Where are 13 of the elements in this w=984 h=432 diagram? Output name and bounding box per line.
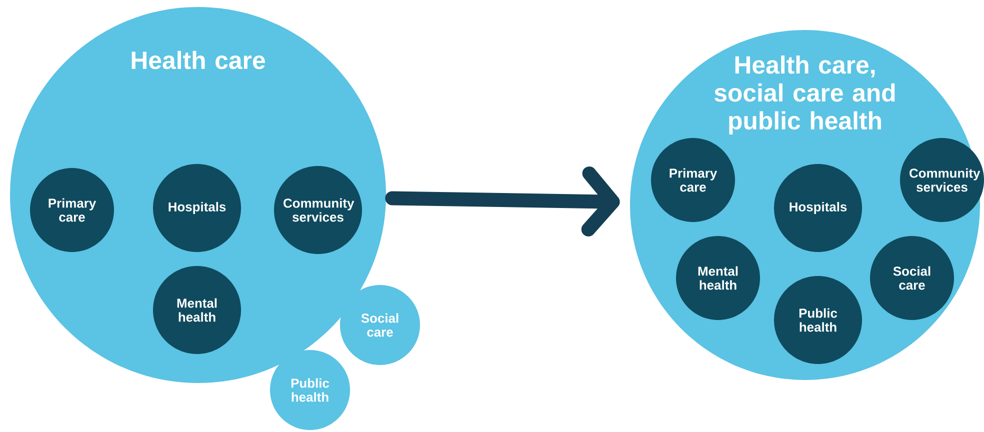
circle-node: Hospitals [774,164,862,252]
circle-node: Mental health [676,236,760,320]
circle-node: Community services [900,138,984,222]
circle-node: Primary care [651,138,735,222]
circle-node: Primary care [30,168,114,252]
circle-node: Hospitals [153,164,241,252]
circle-node: Mental health [153,266,241,354]
circle-node: Social care [870,236,954,320]
circle-node: Public health [270,350,350,430]
circle-node: Social care [340,285,420,365]
circle-node: Community services [274,166,362,254]
arrow [385,166,620,236]
circle-node: Public health [774,276,862,364]
